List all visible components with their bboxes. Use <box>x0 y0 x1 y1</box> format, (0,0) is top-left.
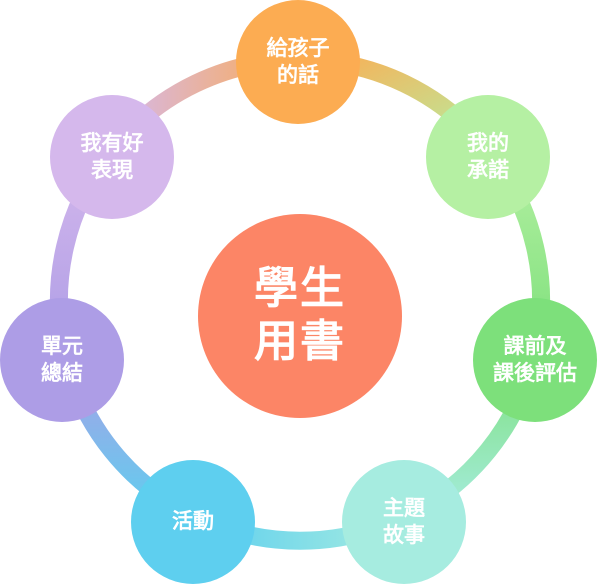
node-theme-story: 主題 故事 <box>342 460 466 584</box>
node-good-performance: 我有好 表現 <box>50 95 174 219</box>
node-pre-post-assessment: 課前及 課後評估 <box>473 298 597 422</box>
node-activity: 活動 <box>131 460 255 584</box>
center-node-student-book: 學生 用書 <box>198 214 402 418</box>
node-unit-summary: 單元 總結 <box>0 298 124 422</box>
node-my-promise: 我的 承諾 <box>426 95 550 219</box>
node-words-to-child: 給孩子 的話 <box>236 0 360 124</box>
